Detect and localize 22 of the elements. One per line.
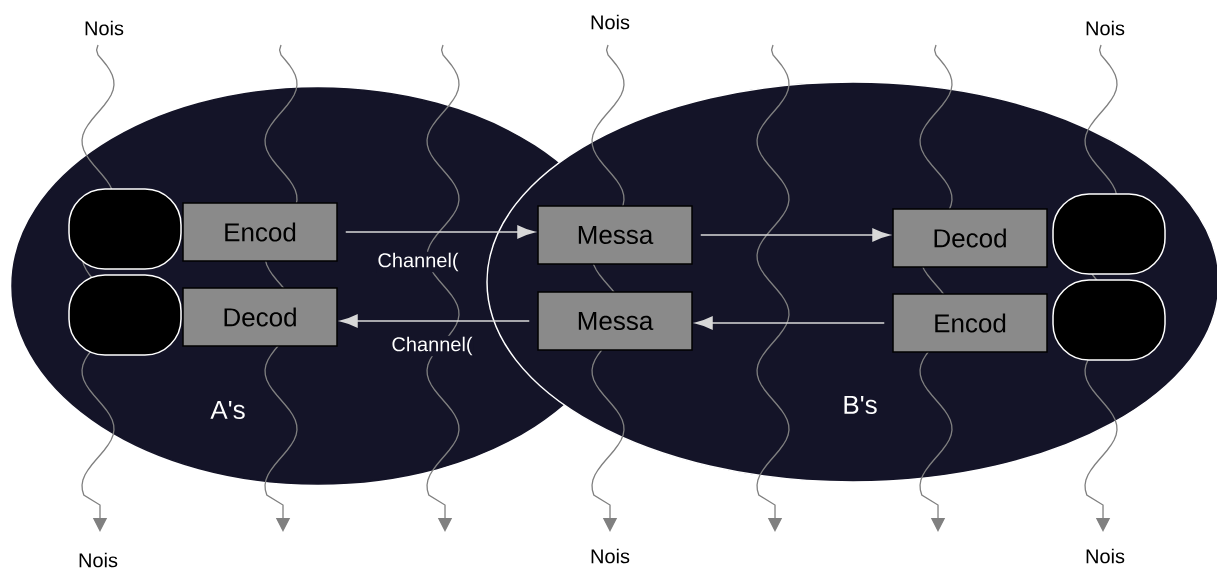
noise-label: Nois [1086, 20, 1125, 36]
rounded-shape [1052, 193, 1166, 275]
rounded-shape [68, 188, 182, 270]
rounded-shape [1052, 279, 1166, 361]
edge-label: Channel( [390, 335, 474, 357]
arrow [345, 225, 535, 239]
process-box: Messa [537, 291, 693, 351]
process-box: Encod [182, 202, 338, 262]
process-box: Messa [537, 205, 693, 265]
arrow [700, 228, 890, 242]
arrow [340, 314, 530, 328]
noise-label: Nois [591, 14, 630, 30]
noise-label: Nois [85, 20, 124, 36]
process-box: Decod [892, 208, 1048, 268]
noise-label: Nois [79, 552, 118, 568]
noise-label: Nois [591, 548, 630, 564]
edge-label: Channel( [376, 251, 460, 273]
process-box: Decod [182, 287, 338, 347]
arrow [695, 316, 885, 330]
node-label: B's [844, 395, 877, 415]
process-box: Encod [892, 293, 1048, 353]
noise-label: Nois [1086, 548, 1125, 564]
